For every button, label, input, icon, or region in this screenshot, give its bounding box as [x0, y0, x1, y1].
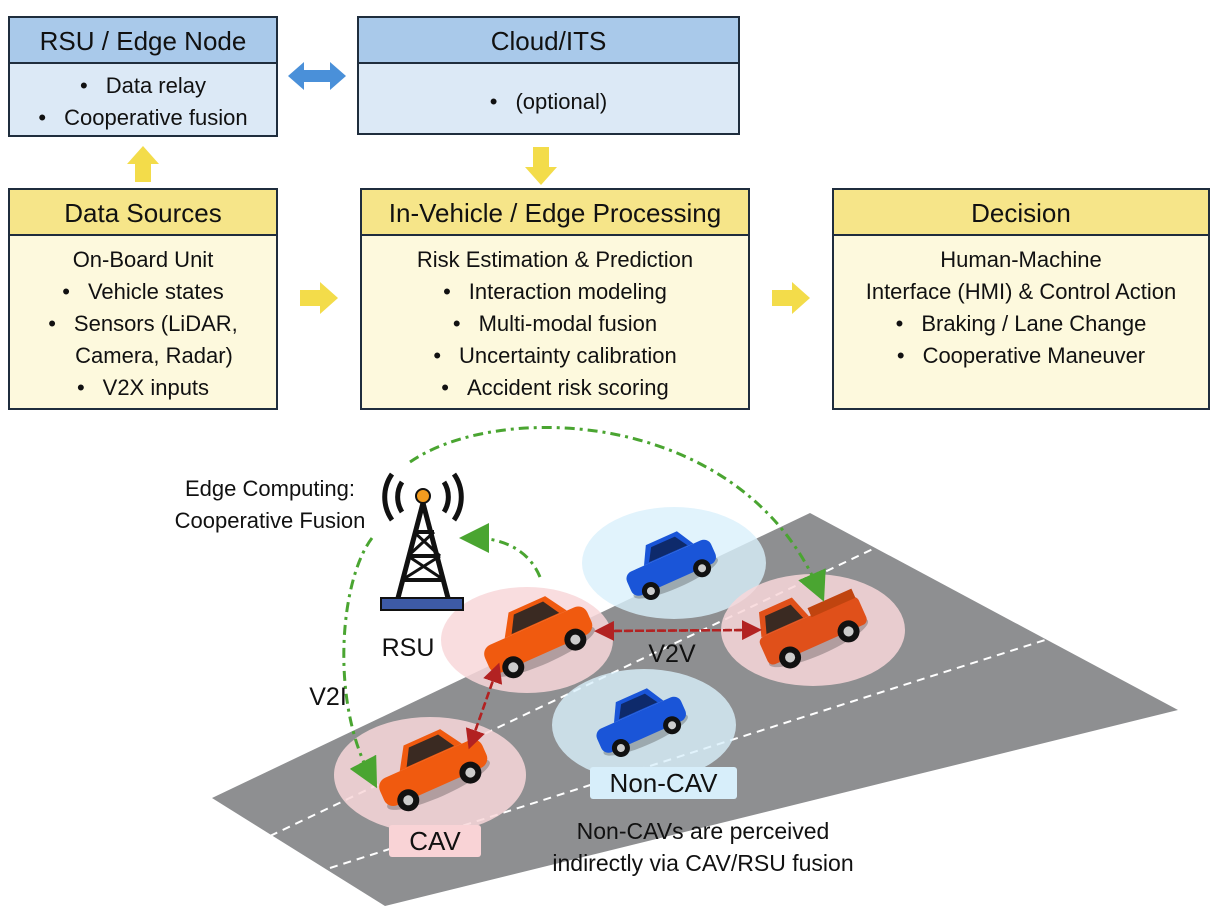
v2v-link-pickup-to-cav: [594, 620, 753, 641]
rsu-edge-node-box: RSU / Edge Node Data relay Cooperative f…: [8, 16, 278, 137]
decision-item-braking: Braking / Lane Change: [834, 308, 1208, 340]
cloud-item-optional: (optional): [359, 86, 738, 118]
cav-car-icon: [379, 729, 490, 812]
sources-item-states: Vehicle states: [10, 276, 276, 308]
sources-item-sensors: Sensors (LiDAR,: [10, 308, 276, 340]
processing-lead: Risk Estimation & Prediction: [416, 247, 694, 272]
cloud-box-title: Cloud/ITS: [359, 18, 738, 64]
rsu-box-title: RSU / Edge Node: [10, 18, 276, 64]
non-cav-car-icon: [596, 688, 688, 758]
non-cav-car-icon: [626, 531, 718, 601]
data-sources-box: Data Sources On-Board Unit Vehicle state…: [8, 188, 278, 410]
up-arrow-icon: [127, 146, 159, 182]
decision-box: Decision Human-Machine Interface (HMI) &…: [832, 188, 1210, 410]
noncav-note-line-1: Non-CAVs are perceived: [576, 818, 830, 844]
processing-item-fusion: Multi-modal fusion: [362, 308, 748, 340]
sources-item-sensors-cont: Camera, Radar): [75, 343, 233, 368]
decision-lead-1: Human-Machine: [940, 247, 1102, 272]
processing-item-uncertainty: Uncertainty calibration: [362, 340, 748, 372]
right-arrow-icon: [772, 282, 810, 314]
v2i-label: V2I: [309, 683, 347, 711]
noncav-label-bg: [590, 767, 737, 799]
bidirectional-arrow-icon: [288, 62, 346, 90]
down-arrow-icon: [525, 147, 557, 185]
edge-computing-label: Edge Computing: Cooperative Fusion: [160, 473, 380, 537]
decision-box-title: Decision: [834, 190, 1208, 236]
v2i-link-rsu-to-cav: [342, 537, 378, 789]
cav-label-bg: [389, 825, 481, 857]
sources-box-title: Data Sources: [10, 190, 276, 236]
v2i-link-cav-to-rsu: [459, 523, 542, 578]
sources-item-v2x: V2X inputs: [10, 372, 276, 404]
rsu-tower-icon: [380, 472, 464, 611]
cav-car-icon: [484, 596, 595, 679]
processing-item-interaction: Interaction modeling: [362, 276, 748, 308]
noncav-note-line-2: indirectly via CAV/RSU fusion: [552, 850, 854, 876]
cav-pickup-truck-icon: [758, 588, 869, 669]
v2i-link-rsu-to-pickup: [409, 426, 826, 602]
v2v-label: V2V: [648, 640, 696, 668]
noncav-note: Non-CAVs are perceived indirectly via CA…: [540, 815, 866, 879]
rsu-item-relay: Data relay: [10, 70, 276, 102]
processing-box-title: In-Vehicle / Edge Processing: [362, 190, 748, 236]
right-arrow-icon: [300, 282, 338, 314]
v2v-link-cav-to-cav-reverse: [470, 662, 503, 741]
processing-box: In-Vehicle / Edge Processing Risk Estima…: [360, 188, 750, 410]
edge-computing-label-line-1: Edge Computing:: [185, 476, 355, 501]
decision-item-maneuver: Cooperative Maneuver: [834, 340, 1208, 372]
sources-lead: On-Board Unit: [72, 247, 214, 272]
processing-item-scoring: Accident risk scoring: [362, 372, 748, 404]
noncav-label: Non-CAV: [609, 768, 718, 798]
cloud-its-box: Cloud/ITS (optional): [357, 16, 740, 135]
rsu-item-fusion: Cooperative fusion: [10, 102, 276, 134]
decision-lead-2: Interface (HMI) & Control Action: [865, 279, 1177, 304]
edge-computing-label-line-2: Cooperative Fusion: [174, 508, 366, 533]
cav-label: CAV: [409, 826, 461, 856]
rsu-label: RSU: [381, 634, 435, 662]
